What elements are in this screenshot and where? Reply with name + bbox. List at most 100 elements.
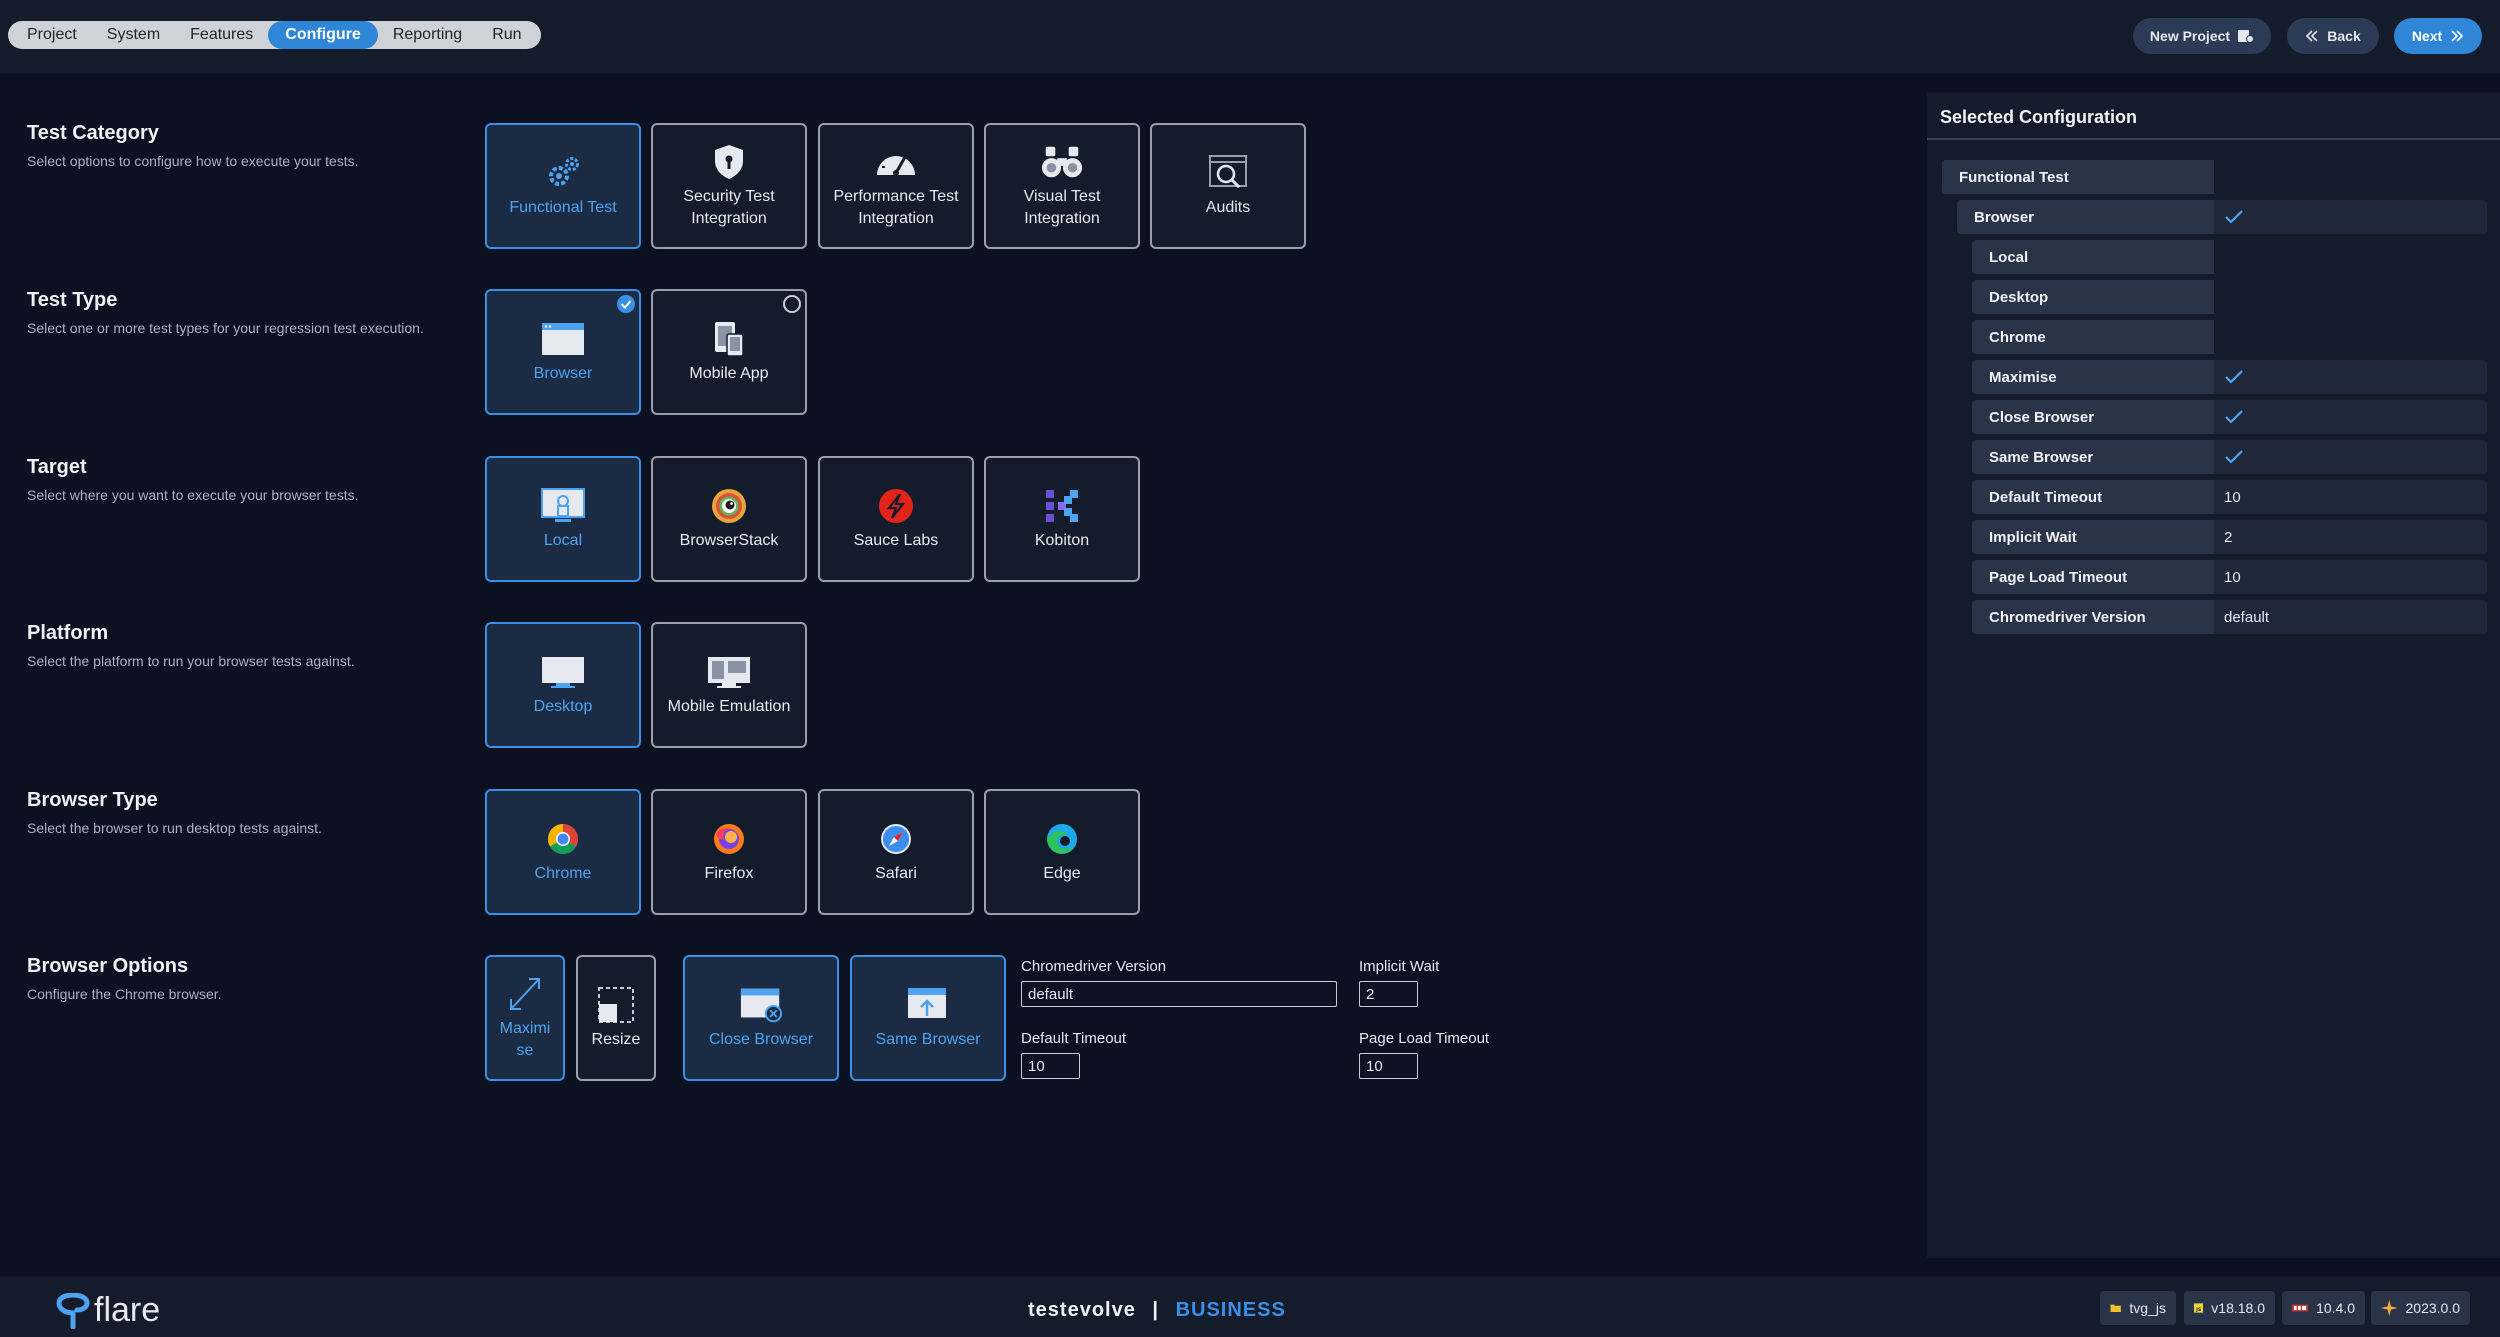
tab-reporting[interactable]: Reporting bbox=[392, 26, 463, 43]
mobile-emulation-icon bbox=[707, 652, 751, 692]
top-bar: Project System Features Configure Report… bbox=[0, 0, 2500, 73]
unchecked-icon bbox=[783, 295, 801, 313]
card-performance-test[interactable]: Performance Test Integration bbox=[818, 123, 974, 249]
cfg-row-functional-test: Functional Test bbox=[1942, 160, 2214, 194]
double-chevron-left-icon bbox=[2306, 30, 2318, 42]
implicit-wait-input[interactable] bbox=[1359, 981, 1418, 1007]
card-desktop[interactable]: Desktop bbox=[485, 622, 641, 748]
test-category-desc: Select options to configure how to execu… bbox=[27, 153, 359, 169]
card-resize[interactable]: Resize bbox=[576, 955, 656, 1081]
cfg-row-chrome: Chrome bbox=[1972, 320, 2214, 354]
target-desc: Select where you want to execute your br… bbox=[27, 487, 359, 503]
card-label: Close Browser bbox=[708, 1031, 814, 1048]
cfg-value: default bbox=[2224, 608, 2270, 626]
tab-system[interactable]: System bbox=[106, 26, 161, 43]
tab-project[interactable]: Project bbox=[27, 26, 77, 43]
card-visual-test[interactable]: Visual Test Integration bbox=[984, 123, 1140, 249]
cfg-row-implicit-wait: Implicit Wait 2 bbox=[1972, 520, 2487, 554]
card-label: Kobiton bbox=[1034, 532, 1090, 549]
cfg-row-chromedriver-version: Chromedriver Version default bbox=[1972, 600, 2487, 634]
new-project-button[interactable]: New Project bbox=[2133, 18, 2271, 54]
card-browser[interactable]: Browser bbox=[485, 289, 641, 415]
card-chrome[interactable]: Chrome bbox=[485, 789, 641, 915]
card-audits[interactable]: Audits bbox=[1150, 123, 1306, 249]
card-label: Mobile App bbox=[689, 365, 769, 382]
platform-title: Platform bbox=[27, 622, 109, 644]
browser-type-title: Browser Type bbox=[27, 789, 158, 811]
card-label: Edge bbox=[1043, 865, 1081, 882]
browser-window-icon bbox=[541, 319, 585, 359]
folder-icon bbox=[2110, 1304, 2121, 1312]
card-functional-test[interactable]: Functional Test bbox=[485, 123, 641, 249]
card-label: Resize bbox=[591, 1031, 641, 1048]
chromedriver-version-input[interactable] bbox=[1021, 981, 1337, 1007]
logo-text: flare bbox=[94, 1291, 161, 1329]
test-type-desc: Select one or more test types for your r… bbox=[27, 320, 424, 336]
card-mobile-emulation[interactable]: Mobile Emulation bbox=[651, 622, 807, 748]
speedometer-icon bbox=[874, 142, 918, 182]
same-browser-icon bbox=[906, 985, 950, 1025]
browser-options-title: Browser Options bbox=[27, 955, 189, 977]
card-firefox[interactable]: Firefox bbox=[651, 789, 807, 915]
cfg-value: 10 bbox=[2224, 568, 2241, 586]
tab-run[interactable]: Run bbox=[492, 26, 522, 43]
default-timeout-input[interactable] bbox=[1021, 1053, 1080, 1079]
tab-configure[interactable]: Configure bbox=[268, 21, 378, 49]
check-icon bbox=[2225, 210, 2243, 224]
cfg-row-close-browser: Close Browser bbox=[1972, 400, 2487, 434]
card-label: Visual Test Integration bbox=[1023, 188, 1101, 227]
card-local[interactable]: Local bbox=[485, 456, 641, 582]
card-label: Chrome bbox=[534, 865, 592, 882]
card-sauce-labs[interactable]: Sauce Labs bbox=[818, 456, 974, 582]
page-load-timeout-label: Page Load Timeout bbox=[1359, 1030, 1490, 1047]
page-load-timeout-input[interactable] bbox=[1359, 1053, 1418, 1079]
panel-title: Selected Configuration bbox=[1940, 107, 2138, 127]
badge-project: tvg_js bbox=[2100, 1291, 2176, 1325]
badge-version: 2023.0.0 bbox=[2371, 1291, 2470, 1325]
tab-features[interactable]: Features bbox=[190, 26, 254, 43]
back-label: Back bbox=[2327, 28, 2361, 44]
next-button[interactable]: Next bbox=[2394, 18, 2482, 54]
browserstack-icon bbox=[707, 486, 751, 526]
card-mobile-app[interactable]: Mobile App bbox=[651, 289, 807, 415]
card-label: Maximi se bbox=[499, 1020, 551, 1059]
card-label: BrowserStack bbox=[679, 532, 779, 549]
back-button[interactable]: Back bbox=[2287, 18, 2379, 54]
expand-arrows-icon bbox=[503, 974, 547, 1014]
selected-configuration-panel: Selected Configuration Functional Test B… bbox=[1927, 93, 2500, 1258]
card-maximise[interactable]: Maximi se bbox=[485, 955, 565, 1081]
js-icon: JS bbox=[2194, 1303, 2204, 1313]
card-edge[interactable]: Edge bbox=[984, 789, 1140, 915]
implicit-wait-label: Implicit Wait bbox=[1359, 958, 1440, 975]
wizard-tabs: Project System Features Configure Report… bbox=[8, 21, 541, 49]
browser-type-desc: Select the browser to run desktop tests … bbox=[27, 820, 322, 836]
binoculars-icon bbox=[1040, 142, 1084, 182]
next-label: Next bbox=[2411, 28, 2443, 44]
browser-options-desc: Configure the Chrome browser. bbox=[27, 986, 222, 1002]
card-label: Local bbox=[543, 532, 583, 549]
card-label: Performance Test Integration bbox=[833, 188, 959, 227]
local-monitor-icon bbox=[541, 486, 585, 526]
flare-logo-icon bbox=[56, 1292, 90, 1329]
card-security-test[interactable]: Security Test Integration bbox=[651, 123, 807, 249]
check-icon bbox=[2225, 370, 2243, 384]
card-close-browser[interactable]: Close Browser bbox=[683, 955, 839, 1081]
check-icon bbox=[2225, 450, 2243, 464]
desktop-monitor-icon bbox=[541, 652, 585, 692]
cfg-row-page-load-timeout: Page Load Timeout 10 bbox=[1972, 560, 2487, 594]
target-title: Target bbox=[27, 456, 87, 478]
flare-logo: flare bbox=[56, 1291, 160, 1330]
card-browserstack[interactable]: BrowserStack bbox=[651, 456, 807, 582]
card-label: Same Browser bbox=[875, 1031, 981, 1048]
card-label: Security Test Integration bbox=[683, 188, 775, 227]
company-name: testevolve bbox=[1028, 1299, 1136, 1321]
card-same-browser[interactable]: Same Browser bbox=[850, 955, 1006, 1081]
card-label: Mobile Emulation bbox=[667, 698, 791, 715]
card-safari[interactable]: Safari bbox=[818, 789, 974, 915]
badge-node: JS v18.18.0 bbox=[2184, 1291, 2275, 1325]
gears-icon bbox=[541, 153, 585, 193]
cfg-row-same-browser: Same Browser bbox=[1972, 440, 2487, 474]
footer: flare testevolve | BUSINESS tvg_js JS v1… bbox=[0, 1277, 2500, 1337]
card-kobiton[interactable]: Kobiton bbox=[984, 456, 1140, 582]
card-label: Safari bbox=[875, 865, 917, 882]
